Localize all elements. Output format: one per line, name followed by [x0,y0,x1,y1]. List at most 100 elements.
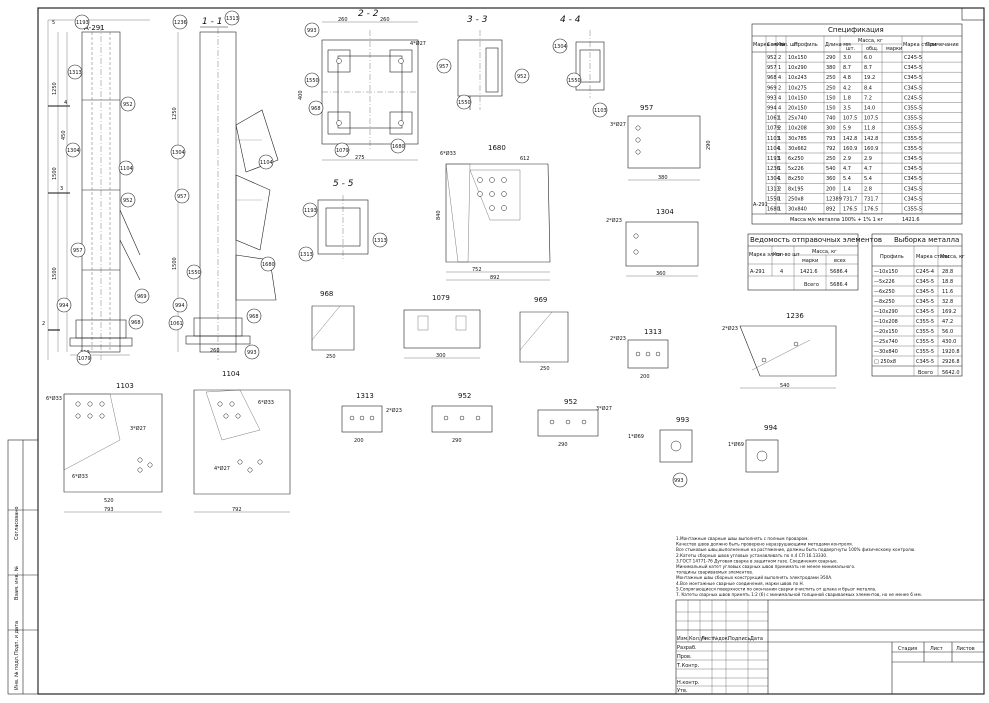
spec-table: Спецификация Марка эл-та Сеч. № Кол. шт … [751,23,963,225]
metal-cell-mass: 1920.8 [942,349,960,355]
callout-994-a: 994 [59,303,69,309]
callout-952-b: 952 [123,198,133,204]
tb-sheets: Листов [956,646,975,652]
callout-957-a: 957 [73,248,83,254]
ship-h4: всех [834,258,846,264]
detail-1103-holes-b: 3*Ø27 [130,425,146,432]
dim-22-holes: 4*Ø27 [410,40,426,47]
spec-cell-profile: 10х275 [788,85,807,91]
note-line: Минимальный катет угловых сварных швов п… [676,564,855,569]
spec-cell-mass-total: 142.8 [864,136,878,142]
view-5-5-title: 5 - 5 [333,179,354,189]
metal-cell-mass: 430.0 [942,339,956,345]
callout-1079-b: 1079 [336,148,349,154]
spec-cell-mass-total: 2.9 [864,156,872,162]
spec-cell-qty: 1 [778,207,781,213]
detail-994: 994 1*Ø69 [728,424,779,473]
column-elevation: А-291 1250 1500 1500 450 260 5 4 3 2 [42,19,150,360]
callout-1680-b: 1680 [392,144,405,150]
detail-1313-a: 1313 2*Ø23 200 [610,328,669,380]
detail-969-label: 969 [534,296,547,304]
detail-1079: 1079 300 [403,294,481,359]
spec-cell-steel: С345-5 [904,85,922,91]
metal-total-label: Всего [918,370,933,376]
callout-968-a: 968 [131,320,141,326]
corner-box [961,7,985,21]
callout-993-a: 993 [247,350,257,356]
dim-11-a: 1250 [172,107,178,120]
callout-1304-a: 1304 [67,148,80,154]
tb-col-1: Кол.уч [689,636,706,642]
metal-total: 5642.0 [942,370,960,376]
spec-cell-profile: 30х662 [788,146,807,152]
dim-1103-a: 793 [104,507,114,513]
spec-cell-mass-piece: 176.5 [843,207,857,213]
tb-role-5: Утв. [677,688,688,694]
spec-cell-mass-piece: 1.8 [843,95,851,101]
spec-cell-qty: 1 [778,176,781,182]
detail-952b-holes: 3*Ø27 [596,405,612,412]
view-3-3: 3 - 3 957 952 1550 [436,15,530,110]
detail-952-b: 952 3*Ø27 290 [537,398,612,448]
spec-cell-profile: 10х150 [788,95,807,101]
spec-cell-profile: 10х243 [788,75,807,81]
spec-cell-profile: 10х290 [788,65,807,71]
detail-952-a: 952 290 [431,392,493,444]
side-stamp: Согласовано Взам. инв. № Подп. и дата Ин… [7,439,39,695]
spec-cell-length: 792 [826,146,836,152]
spec-cell-qty: 1 [778,116,781,122]
spec-cell-mark: 1193 [767,156,780,162]
spec-cell-steel: С355-5 [904,207,922,213]
sec-mark-3: 3 [60,186,63,192]
spec-cell-length: 300 [826,126,836,132]
tb-stage: Стадия [898,646,917,652]
spec-cell-mark: 968 [767,75,777,81]
dim-col-a: 1250 [52,82,58,95]
detail-1103-holes [75,401,153,473]
callout-1061: 1061 [170,321,183,327]
spec-cell-mark: 1104 [767,146,780,152]
tb-col-5: Дата [750,636,763,642]
detail-968: 968 250 [311,290,355,360]
metal-cell-steel: С355-5 [916,349,934,355]
spec-cell-mark: 1103 [767,136,780,142]
view-5-5: 5 - 5 1193 1313 1313 [298,179,388,262]
callout-1104-b: 1104 [260,160,273,166]
callout-994-b: 994 [175,303,185,309]
spec-cell-length: 540 [826,166,836,172]
spec-cell-length: 793 [826,136,836,142]
detail-1313-holes: 2*Ø23 [610,335,626,342]
detail-993: 993 1*Ø69 993 [628,416,693,488]
spec-cell-length: 200 [826,186,836,192]
dim-952b-a: 290 [558,442,568,448]
metal-cell-steel: С345-5 [916,299,934,305]
side-replace: Взам. инв. № [14,565,20,600]
callout-1304-b: 1304 [172,150,185,156]
spec-cell-steel: С345-5 [904,75,922,81]
spec-cell-mass-piece: 1.4 [843,186,851,192]
ship-h2: Масса, кг [812,249,837,255]
spec-footer-value: 1421.6 [902,217,920,223]
spec-h1: Сеч. № [767,42,786,48]
title-block: Изм. Кол.уч Лист №док. Подпись Дата Разр… [675,599,985,695]
detail-1104-holes-b: 4*Ø27 [214,465,230,472]
spec-cell-steel: С355-5 [904,106,922,112]
spec-cell-mark: 1061 [767,116,780,122]
callout-1079-a: 1079 [78,356,91,362]
spec-cell-qty: 4 [778,75,781,81]
detail-1104: 1104 6*Ø33 4*Ø27 792 [193,370,291,513]
dim-1313-a: 200 [640,374,650,380]
spec-cell-profile: 25х740 [788,116,807,122]
metal-title: Выборка металла [894,236,959,244]
callout-1313-c: 1313 [374,238,387,244]
